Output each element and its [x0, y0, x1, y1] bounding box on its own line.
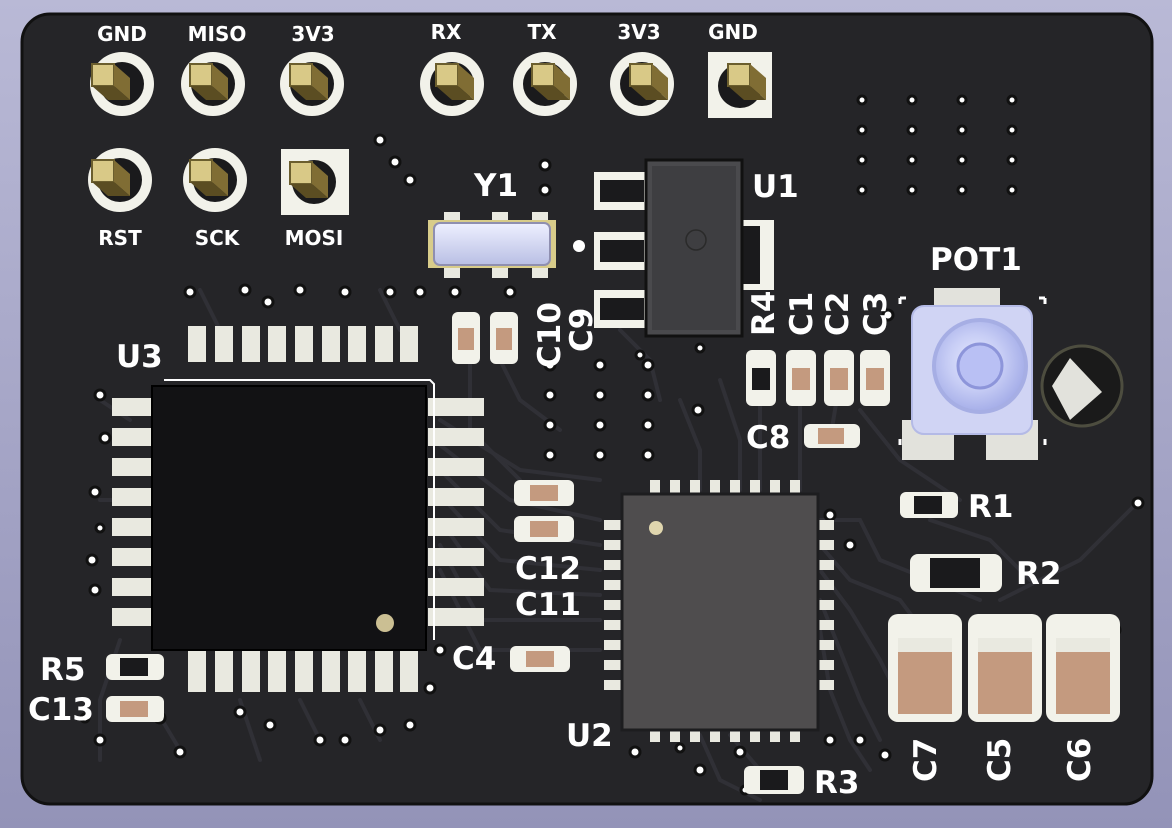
capacitor-c13 — [106, 696, 164, 722]
mounting-hole-icon — [1040, 344, 1124, 428]
capacitor-c5 — [968, 614, 1042, 722]
pin-label-3v3-2: 3V3 — [617, 20, 660, 44]
ref-c10: C10 — [532, 302, 568, 368]
mcu-u3 — [112, 326, 484, 692]
ref-c3: C3 — [858, 292, 894, 336]
header-pin-gnd-2 — [708, 52, 772, 118]
header-pin-rst — [88, 148, 152, 212]
ref-c7: C7 — [908, 738, 944, 782]
ref-c13: C13 — [28, 692, 94, 728]
pin-label-mosi: MOSI — [285, 226, 344, 250]
header-pin-mosi — [281, 149, 349, 215]
header-pin-miso — [181, 52, 245, 116]
header-pin-gnd-1 — [90, 52, 154, 116]
capacitor-c11 — [514, 516, 574, 542]
pin-label-tx: TX — [527, 20, 557, 44]
ref-y1: Y1 — [473, 168, 518, 204]
header-pin-tx — [513, 52, 577, 116]
ref-c2: C2 — [820, 292, 856, 336]
ref-c9: C9 — [564, 308, 600, 352]
ref-r3: R3 — [814, 765, 859, 801]
resistor-r3 — [744, 766, 804, 794]
ref-r1: R1 — [968, 489, 1013, 525]
capacitor-c9 — [490, 312, 518, 364]
capacitor-c4 — [510, 646, 570, 672]
header-pin-sck — [183, 148, 247, 212]
resistor-r5 — [106, 654, 164, 680]
ref-r2: R2 — [1016, 556, 1061, 592]
ref-r4: R4 — [746, 291, 782, 336]
capacitor-c7 — [888, 614, 962, 722]
ref-c5: C5 — [982, 738, 1018, 782]
pin-label-3v3-1: 3V3 — [291, 22, 334, 46]
header-pin-rx — [420, 52, 484, 116]
capacitor-c8 — [804, 424, 860, 448]
ref-c8: C8 — [746, 420, 790, 456]
crystal-y1 — [428, 212, 585, 278]
ref-c6: C6 — [1062, 738, 1098, 782]
pin-label-rst: RST — [98, 226, 142, 250]
capacitor-c1 — [786, 350, 816, 406]
pin-label-sck: SCK — [195, 226, 241, 250]
ref-c12: C12 — [515, 551, 581, 587]
pin-label-gnd-1: GND — [97, 22, 147, 46]
resistor-r2 — [910, 554, 1002, 592]
header-pin-3v3-1 — [280, 52, 344, 116]
capacitor-c12 — [514, 480, 574, 506]
ref-c11: C11 — [515, 587, 581, 623]
capacitor-c2 — [824, 350, 854, 406]
ref-u3: U3 — [116, 339, 163, 375]
capacitor-c10 — [452, 312, 480, 364]
mcu-u2 — [604, 480, 834, 742]
resistor-r4 — [746, 350, 776, 406]
potentiometer-pot1[interactable] — [898, 288, 1047, 460]
ref-pot1: POT1 — [930, 242, 1022, 278]
ref-u1: U1 — [752, 169, 799, 205]
ref-c1: C1 — [784, 292, 820, 336]
regulator-u1 — [594, 158, 774, 338]
capacitor-c6 — [1046, 614, 1120, 722]
capacitor-c3 — [860, 350, 890, 406]
ref-c4: C4 — [452, 641, 496, 677]
ref-r5: R5 — [40, 652, 85, 688]
resistor-r1 — [900, 492, 958, 518]
pin-label-miso: MISO — [188, 22, 247, 46]
pin-label-gnd-2: GND — [708, 20, 758, 44]
pin-label-rx: RX — [431, 20, 462, 44]
header-pin-3v3-2 — [610, 52, 674, 116]
ref-u2: U2 — [566, 718, 613, 754]
